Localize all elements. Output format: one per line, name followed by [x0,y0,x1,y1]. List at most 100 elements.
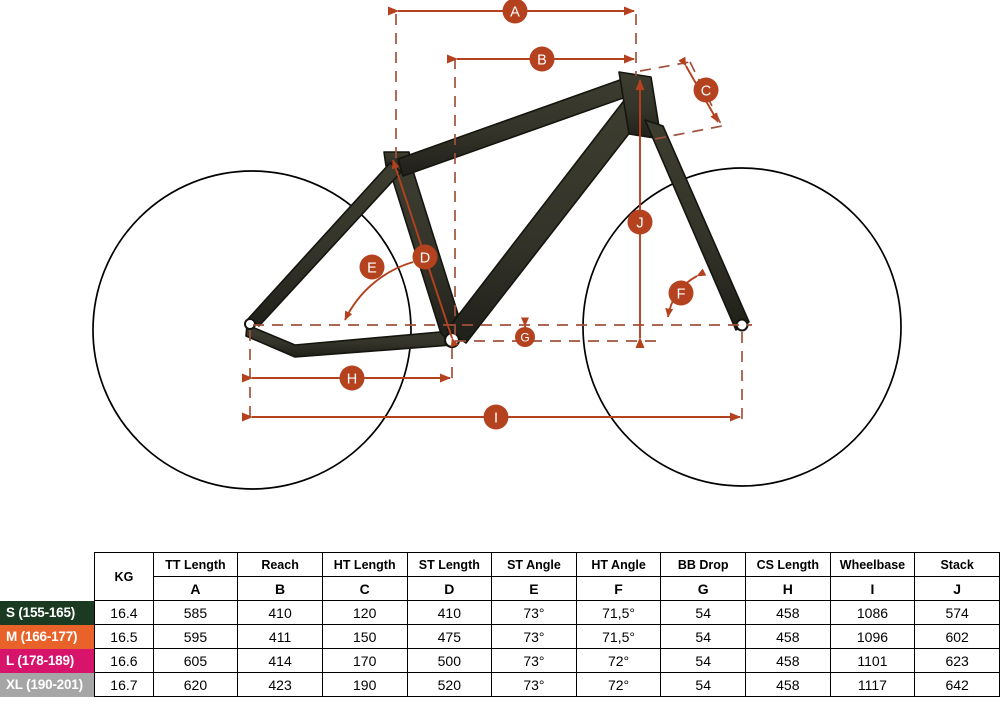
header-row-letters: A B C D E F G H I J [0,576,1000,601]
dimension-marker-i-label: I [494,411,498,427]
cell-reach: 411 [237,624,323,649]
header-spacer [0,553,95,577]
header-kg: KG [94,552,154,601]
cell-ht-length: 170 [321,648,408,673]
dimension-marker-c[interactable]: C [693,77,719,103]
seat-stay [247,162,402,327]
dimension-marker-e[interactable]: E [359,254,385,280]
dimension-marker-c-label: C [701,84,711,100]
header-wheelbase: Wheelbase [829,552,916,577]
rear-dropout [244,318,256,330]
dimension-marker-b-label: B [537,53,547,69]
geometry-table-wrapper: KG TT Length Reach HT Length ST Length S… [0,552,1000,697]
cell-stack: 602 [914,624,1000,649]
cell-tt-length: 595 [152,624,239,649]
header-st-length: ST Length [406,552,493,577]
chain-stay [245,324,453,358]
cell-cs-length: 458 [745,648,831,673]
header-letter-g: G [660,576,747,601]
cell-st-angle: 73° [491,600,577,625]
cell-bb-drop: 54 [660,672,747,697]
cell-kg: 16.5 [94,624,154,649]
table-row: L (178-189) 16.6 605 414 170 500 73° 72°… [0,648,1000,673]
header-letter-d: D [406,576,493,601]
cell-cs-length: 458 [745,672,831,697]
size-badge-xl: XL (190-201) [0,672,95,697]
cell-cs-length: 458 [745,624,831,649]
cell-stack: 574 [914,600,1000,625]
cell-reach: 410 [237,600,323,625]
cell-bb-drop: 54 [660,624,747,649]
cell-ht-length: 120 [321,600,408,625]
header-tt-length: TT Length [152,552,239,577]
cell-st-angle: 73° [491,672,577,697]
cell-ht-length: 190 [321,672,408,697]
cell-kg: 16.6 [94,648,154,673]
cell-ht-length: 150 [321,624,408,649]
header-letter-b: B [237,576,323,601]
dimension-marker-j[interactable]: J [627,209,653,235]
cell-bb-drop: 54 [660,600,747,625]
cell-ht-angle: 72° [575,648,662,673]
cell-st-length: 475 [406,624,493,649]
dimension-arc-e [344,255,423,321]
dimension-marker-g-label: G [520,331,529,345]
dimension-marker-f-label: F [677,287,686,303]
cell-st-length: 410 [406,600,493,625]
size-badge-m: M (166-177) [0,624,95,649]
header-ht-length: HT Length [321,552,408,577]
cell-stack: 623 [914,648,1000,673]
cell-reach: 423 [237,672,323,697]
header-letter-h: H [745,576,831,601]
dimension-marker-j-label: J [636,216,643,232]
dimension-marker-g[interactable]: G [515,327,535,347]
dimension-marker-a[interactable]: A [502,0,528,24]
header-letter-i: I [829,576,916,601]
cell-wheelbase: 1117 [829,672,916,697]
bike-frame-group [244,71,750,358]
cell-kg: 16.4 [94,600,154,625]
dimension-marker-e-label: E [367,261,377,277]
cell-reach: 414 [237,648,323,673]
dimension-marker-b[interactable]: B [529,46,555,72]
cell-st-length: 500 [406,648,493,673]
header-letter-a: A [152,576,239,601]
header-row-names: KG TT Length Reach HT Length ST Length S… [0,552,1000,601]
cell-wheelbase: 1101 [829,648,916,673]
cell-st-angle: 73° [491,624,577,649]
table-row: XL (190-201) 16.7 620 423 190 520 73° 72… [0,672,1000,697]
cell-kg: 16.7 [94,672,154,697]
header-letter-j: J [914,576,1000,601]
cell-tt-length: 605 [152,648,239,673]
fork-blade [644,119,750,331]
cell-stack: 642 [914,672,1000,697]
header-st-angle: ST Angle [491,552,577,577]
dimension-arrows-group [242,6,741,422]
cell-wheelbase: 1096 [829,624,916,649]
size-badge-s: S (155-165) [0,600,95,625]
table-row: M (166-177) 16.5 595 411 150 475 73° 71,… [0,624,1000,649]
cell-ht-angle: 71,5° [575,624,662,649]
header-bb-drop: BB Drop [660,552,747,577]
dimension-marker-f[interactable]: F [668,280,694,306]
header-ht-angle: HT Angle [575,552,662,577]
header-spacer-2 [0,577,95,601]
dimension-markers-group: A B C D E [339,0,719,430]
dimension-marker-h[interactable]: H [339,365,365,391]
cell-st-length: 520 [406,672,493,697]
dimension-marker-h-label: H [347,372,357,388]
cell-tt-length: 585 [152,600,239,625]
projection-lines-group [249,14,752,424]
dimension-marker-d[interactable]: D [412,244,438,270]
cell-tt-length: 620 [152,672,239,697]
cell-ht-angle: 71,5° [575,600,662,625]
header-cs-length: CS Length [745,552,831,577]
cell-ht-angle: 72° [575,672,662,697]
cell-wheelbase: 1086 [829,600,916,625]
bike-geometry-diagram: A B C D E [92,0,902,490]
table-row: S (155-165) 16.4 585 410 120 410 73° 71,… [0,600,1000,625]
dimension-marker-i[interactable]: I [483,404,509,430]
header-reach: Reach [237,552,323,577]
header-letter-e: E [491,576,577,601]
